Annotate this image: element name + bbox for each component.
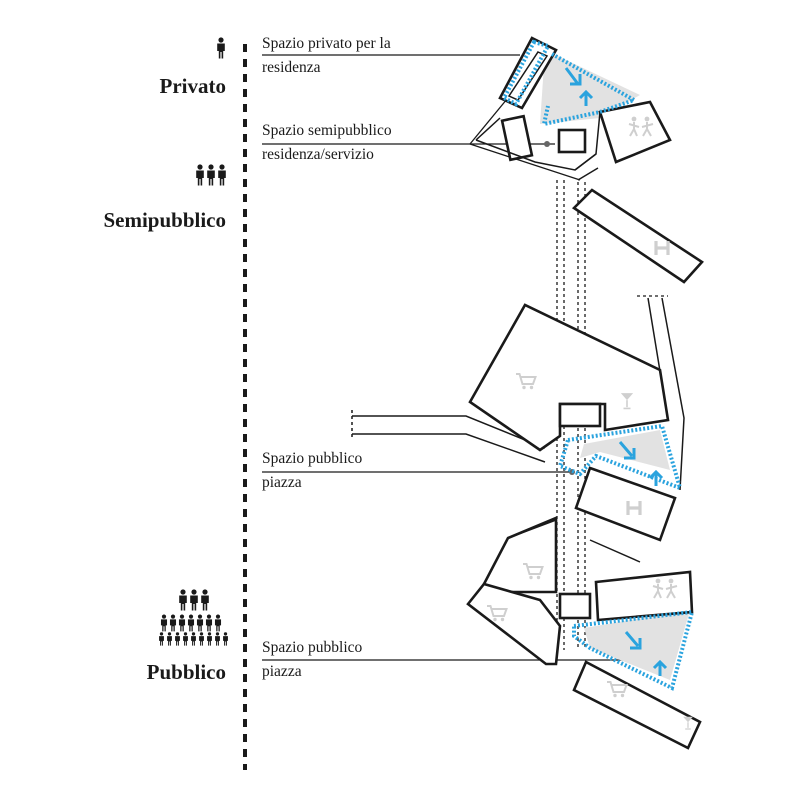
cluster-middle — [351, 297, 685, 542]
building-hotel-middle — [574, 466, 677, 542]
annotation-line: Spazio semipubblico — [262, 122, 392, 139]
level-label-private: Privato — [159, 74, 226, 98]
annotation-line: Spazio privato per la — [262, 35, 391, 52]
building-commercial-bottom-a — [482, 516, 558, 594]
group-icon — [196, 164, 226, 186]
private-boundary — [501, 39, 639, 127]
building-small-a — [500, 114, 534, 162]
building-bar-bottom-b — [572, 660, 702, 750]
level-label-public: Pubblico — [146, 660, 226, 684]
annotation-line: piazza — [262, 474, 302, 491]
annotation-line: piazza — [262, 663, 302, 680]
movement-arrows-bottom — [624, 631, 668, 676]
annotation-line: residenza/servizio — [262, 146, 374, 163]
annotation-line: Spazio pubblico — [262, 450, 363, 467]
building-commercial-large — [468, 303, 670, 452]
annotation-public-square-bottom: Spazio pubblico piazza — [262, 636, 362, 684]
building-hotel-top — [571, 188, 704, 284]
movement-arrows-top — [564, 67, 594, 106]
movement-arrows-middle — [618, 441, 664, 486]
building-commercial-bottom-b — [466, 582, 562, 666]
annotation-semipublic-space: Spazio semipubblico residenza/servizio — [262, 119, 392, 167]
building-small-d — [558, 592, 592, 620]
annotation-private-space: Spazio privato per la residenza — [262, 32, 391, 80]
crowd-icon — [159, 589, 228, 646]
level-label-semipublic: Semipubblico — [103, 208, 226, 232]
public-boundary-middle — [557, 423, 684, 492]
building-small-b — [557, 128, 587, 154]
building-bar-bottom-a — [594, 570, 694, 622]
leader-lines — [262, 54, 655, 661]
annotation-line: residenza — [262, 59, 321, 76]
annotation-line: Spazio pubblico — [262, 639, 363, 656]
annotation-public-square-middle: Spazio pubblico piazza — [262, 447, 362, 495]
building-small-c — [558, 402, 602, 428]
cluster-bottom — [466, 516, 702, 750]
person-icon — [217, 37, 225, 59]
